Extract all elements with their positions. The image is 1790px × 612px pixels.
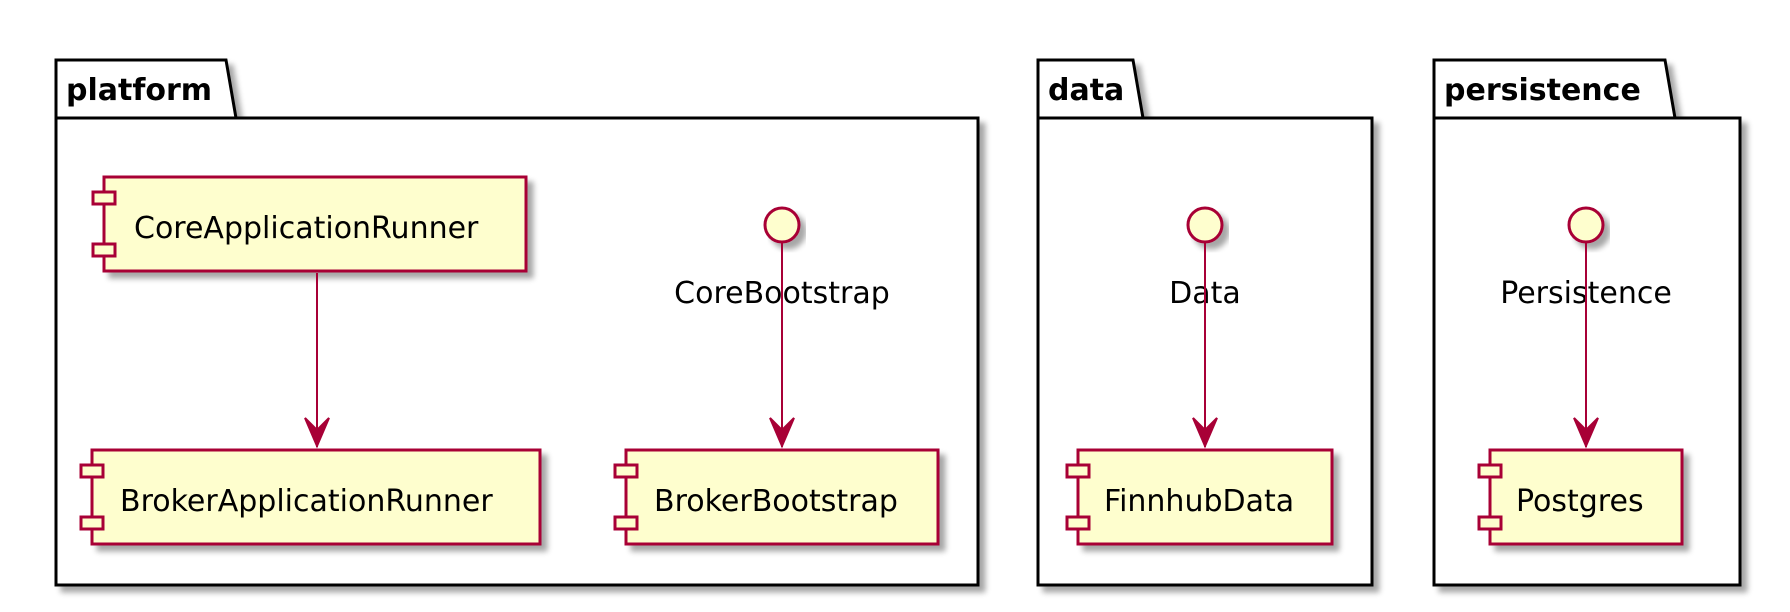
component-label: Postgres [1516, 484, 1644, 519]
arrowhead-icon [304, 417, 330, 449]
component-broker-bootstrap[interactable]: BrokerBootstrap [613, 448, 940, 546]
component-port-icon [1477, 515, 1503, 531]
relation-arrow [1192, 243, 1218, 449]
package-label: platform [66, 73, 212, 108]
interface-circle-icon [1567, 206, 1605, 244]
component-port-icon [79, 463, 105, 479]
package-data: data Data FinnhubData [1036, 58, 1374, 587]
component-label: BrokerBootstrap [654, 484, 898, 519]
arrowhead-icon [769, 417, 795, 449]
relation-arrow [769, 243, 795, 449]
component-port-icon [1065, 515, 1091, 531]
interface-circle-icon [763, 206, 801, 244]
package-label: persistence [1444, 73, 1641, 108]
component-core-application-runner[interactable]: CoreApplicationRunner [91, 175, 528, 273]
component-port-icon [91, 242, 117, 258]
arrowhead-icon [1573, 417, 1599, 449]
component-port-icon [613, 463, 639, 479]
component-postgres[interactable]: Postgres [1477, 448, 1684, 546]
package-platform: platform CoreApplicationRunner BrokerApp… [54, 58, 980, 587]
interface-circle-icon [1186, 206, 1224, 244]
component-label: BrokerApplicationRunner [120, 484, 493, 519]
component-finnhub-data[interactable]: FinnhubData [1065, 448, 1334, 546]
relation-arrow [304, 273, 330, 449]
component-label: CoreApplicationRunner [134, 211, 479, 246]
arrowhead-icon [1192, 417, 1218, 449]
component-port-icon [91, 190, 117, 206]
component-label: FinnhubData [1104, 484, 1294, 519]
relation-arrow [1573, 243, 1599, 449]
component-broker-application-runner[interactable]: BrokerApplicationRunner [79, 448, 542, 546]
component-port-icon [79, 515, 105, 531]
package-label: data [1048, 73, 1124, 108]
package-persistence: persistence Persistence Postgres [1432, 58, 1742, 587]
component-port-icon [1477, 463, 1503, 479]
component-port-icon [613, 515, 639, 531]
component-port-icon [1065, 463, 1091, 479]
